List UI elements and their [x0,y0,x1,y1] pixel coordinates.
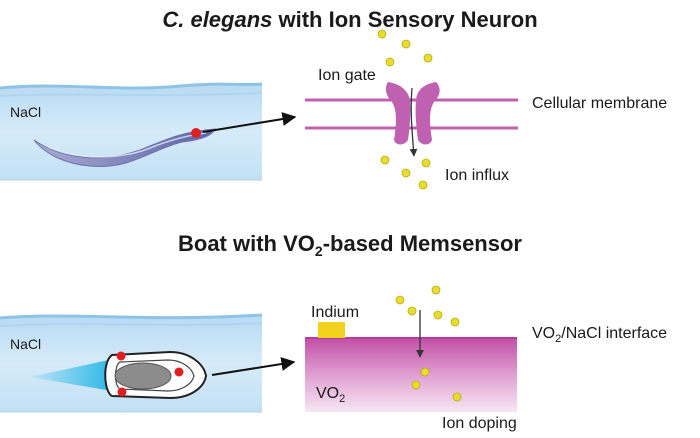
vo2-label-prefix: VO [316,385,339,402]
vo2-label: VO2 [316,385,345,405]
bottom-water-surface [0,313,263,320]
top-title-rest: with Ion Sensory Neuron [272,7,537,32]
worm-highlight [47,132,207,158]
bottom-title-prefix: Boat with VO [178,231,315,256]
ion [450,317,460,327]
boat-sensor-dot-front [174,367,184,377]
interface-label-suffix: /NaCl interface [561,325,667,342]
vo2-label-sub: 2 [339,393,345,405]
top-title: C. elegans with Ion Sensory Neuron [162,7,537,32]
bottom-title-suffix: -based Memsensor [323,231,523,256]
top-water-body [0,84,262,180]
top-pointer-arrow [202,112,297,133]
bottom-ions [395,285,462,402]
top-water-surface [0,82,263,90]
ion [423,53,433,63]
ion [380,155,390,165]
ion [411,380,421,390]
indium-contact [318,322,345,338]
top-ions [377,29,433,190]
boat-wake [30,358,118,392]
ion [433,310,443,320]
bottom-pointer-arrow [211,357,296,376]
ion [401,168,411,178]
ion [418,180,428,190]
ion [377,29,387,39]
boat-cabin [114,362,172,390]
bottom-water-ripple [0,322,263,327]
ion-doping-label: Ion doping [442,415,517,432]
vo2-layer [305,338,517,412]
bottom-title: Boat with VO2-based Memsensor [178,231,522,259]
bottom-nacl-label: NaCl [10,336,41,352]
interface-label-prefix: VO [532,325,555,342]
sensory-neuron-dot [191,128,201,138]
top-water-panel: NaCl [0,82,263,181]
bottom-title-sub: 2 [315,243,323,259]
influx-arrow [409,87,418,157]
vo2-block-diagram: Indium VO2 VO2/NaCl interface Ion doping [305,304,667,432]
top-title-italic: C. elegans [162,7,272,32]
membrane-diagram: Ion gate Cellular membrane Ion influx [305,67,667,184]
ion-gate-right [415,82,440,145]
ion [401,39,411,49]
boat-sensor-dot-top [116,351,126,361]
ion [452,392,462,402]
interface-label-sub: 2 [555,333,561,345]
ion-gate-label: Ion gate [318,67,376,84]
boat-sensor-dot-bottom [117,387,127,397]
top-water-ripple [0,92,263,97]
indium-label: Indium [311,304,359,321]
ion [431,285,441,295]
ion [421,158,431,168]
bottom-water-panel: NaCl [0,313,263,413]
top-nacl-label: NaCl [10,104,41,120]
ion [407,306,417,316]
ion [395,295,405,305]
interface-label: VO2/NaCl interface [532,325,667,345]
ion-gate-left [385,82,411,145]
ion [385,57,395,67]
ion [420,367,430,377]
membrane-label: Cellular membrane [532,95,667,112]
ion-influx-label: Ion influx [445,167,509,184]
